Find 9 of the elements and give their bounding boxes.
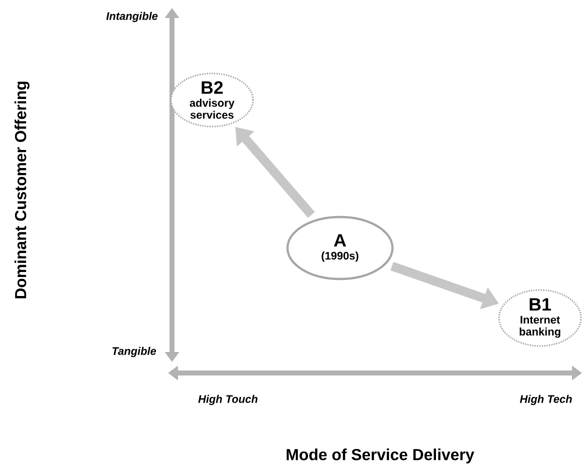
ellipse-node: B2 advisory services <box>170 72 254 128</box>
axis-title: Dominant Customer Offering <box>14 82 30 298</box>
axis-end-label: High Touch <box>198 394 258 406</box>
ellipse-node: B1 Internet banking <box>498 289 582 347</box>
axis-end-label: Intangible <box>106 12 158 22</box>
axis-title: Mode of Service Delivery <box>286 448 474 464</box>
axis-end-label: High Tech <box>520 394 572 406</box>
axis-end-label: Tangible <box>112 346 156 358</box>
ellipse-node: A (1990s) <box>286 216 394 280</box>
